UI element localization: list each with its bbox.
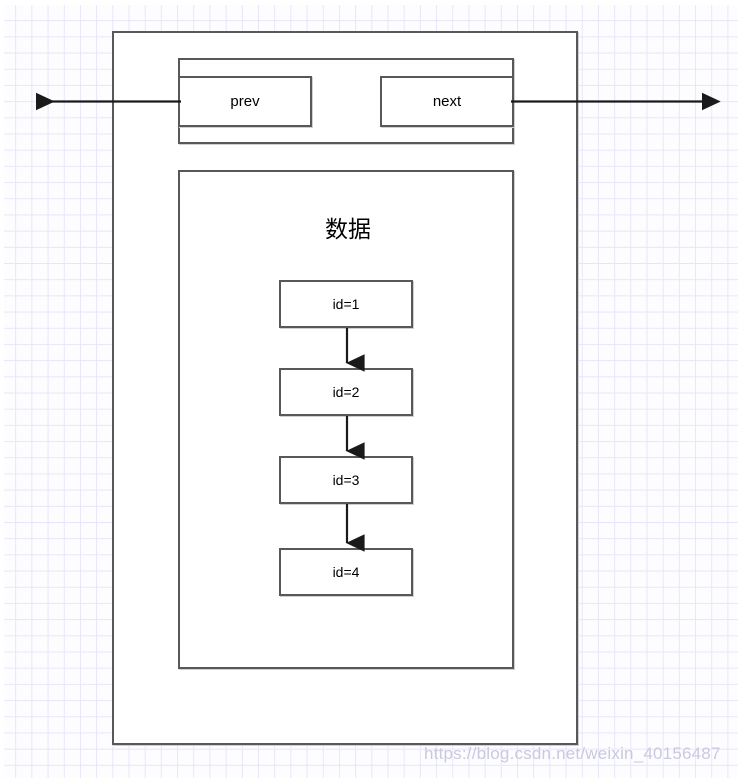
- data-item-box: id=4: [279, 548, 413, 596]
- watermark-text: https://blog.csdn.net/weixin_40156487: [424, 744, 721, 763]
- data-item-box: id=3: [279, 456, 413, 504]
- data-item-label: id=4: [332, 564, 360, 580]
- prev-pointer-label: prev: [230, 93, 260, 110]
- data-item-label: id=3: [332, 472, 360, 488]
- data-item-label: id=2: [332, 384, 360, 400]
- data-section-title: 数据: [325, 217, 371, 243]
- data-item-label: id=1: [332, 296, 360, 312]
- prev-pointer-box: prev: [178, 76, 312, 127]
- next-pointer-label: next: [432, 93, 462, 110]
- data-item-box: id=1: [279, 280, 413, 328]
- data-item-box: id=2: [279, 368, 413, 416]
- next-pointer-box: next: [380, 76, 514, 127]
